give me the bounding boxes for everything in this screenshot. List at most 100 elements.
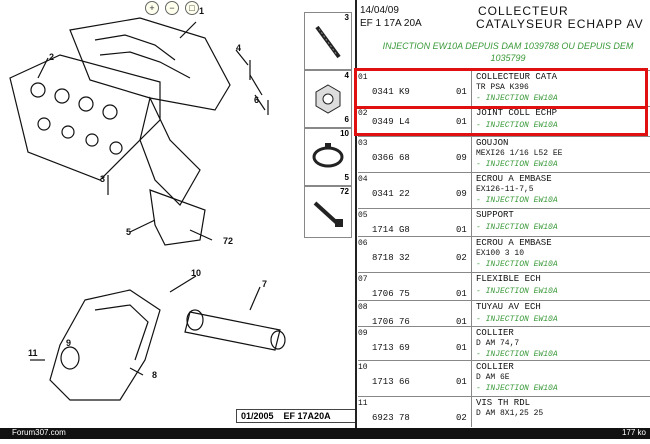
part-injection: - INJECTION EW10A: [476, 196, 558, 205]
header-date: 14/04/09: [360, 5, 399, 16]
part-reference: 0341 22: [372, 189, 410, 199]
nut-icon: [315, 84, 341, 114]
part-position: 09: [358, 329, 368, 338]
diagram-footer-date: 01/2005: [241, 411, 274, 421]
panel-divider: [355, 0, 357, 439]
part-spec: TR PSA K396: [476, 83, 529, 92]
part-reference: 0341 K9: [372, 87, 410, 97]
part-name: COLLIER: [476, 362, 514, 372]
part-position: 02: [358, 109, 368, 118]
svg-text:5: 5: [126, 227, 131, 237]
svg-text:6: 6: [254, 95, 259, 105]
svg-text:3: 3: [100, 174, 105, 184]
thumb-4-6-nut[interactable]: 4 6: [304, 70, 352, 128]
part-thumbnails: 3 4 6 10 5 72: [304, 12, 352, 422]
header-code: EF 1 17A 20A: [360, 18, 422, 29]
part-quantity: 01: [456, 289, 467, 299]
part-quantity: 02: [456, 413, 467, 423]
part-name: JOINT COLL ECHP: [476, 108, 558, 118]
part-name: GOUJON: [476, 138, 509, 148]
column-divider: [471, 209, 472, 245]
part-row[interactable]: 07 1706 75 01 FLEXIBLE ECH - INJECTION E…: [358, 272, 650, 309]
diagram-drawing: 1 2 3 4 5 6 7 8 9 10 11 11 72: [9, 6, 328, 401]
part-name: COLLIER: [476, 328, 514, 338]
part-quantity: 01: [456, 225, 467, 235]
part-name: SUPPORT: [476, 210, 514, 220]
zoom-fit-icon[interactable]: □: [185, 1, 199, 15]
column-divider: [471, 361, 472, 397]
svg-text:9: 9: [66, 338, 71, 348]
part-quantity: 01: [456, 117, 467, 127]
zoom-toolbar: + − □: [145, 1, 199, 15]
part-reference: 1706 76: [372, 317, 410, 327]
zoom-out-icon[interactable]: −: [165, 1, 179, 15]
zoom-in-icon[interactable]: +: [145, 1, 159, 15]
part-position: 06: [358, 239, 368, 248]
part-reference: 1713 69: [372, 343, 410, 353]
clamp-icon: [312, 143, 344, 168]
thumb-number: 10: [340, 129, 349, 138]
part-spec: MEXI26 1/16 L52 EE: [476, 149, 563, 158]
part-name: ECROU A EMBASE: [476, 238, 552, 248]
part-row[interactable]: 04 0341 22 09 ECROU A EMBASE EX126-11-7,…: [358, 172, 650, 209]
svg-text:72: 72: [223, 236, 233, 246]
part-name: ECROU A EMBASE: [476, 174, 552, 184]
part-injection: - INJECTION EW10A: [476, 315, 558, 324]
part-injection: - INJECTION EW10A: [476, 260, 558, 269]
svg-text:7: 7: [262, 279, 267, 289]
column-divider: [471, 327, 472, 363]
part-reference: 1713 66: [372, 377, 410, 387]
part-position: 05: [358, 211, 368, 220]
part-name: TUYAU AV ECH: [476, 302, 541, 312]
part-reference: 6923 78: [372, 413, 410, 423]
column-divider: [471, 173, 472, 209]
part-spec: D AM 74,7: [476, 339, 520, 348]
thumb-72-bolt[interactable]: 72: [304, 186, 352, 238]
column-divider: [471, 237, 472, 273]
part-reference: 8718 32: [372, 253, 410, 263]
part-position: 04: [358, 175, 368, 184]
part-reference: 0366 68: [372, 153, 410, 163]
part-name: FLEXIBLE ECH: [476, 274, 541, 284]
part-spec: EX126-11-7,5: [476, 185, 534, 194]
file-size: 177 ko: [621, 428, 646, 437]
part-quantity: 01: [456, 343, 467, 353]
part-quantity: 02: [456, 253, 467, 263]
column-divider: [471, 107, 472, 143]
svg-text:11: 11: [28, 348, 38, 358]
part-position: 01: [358, 73, 368, 82]
column-divider: [471, 273, 472, 309]
diagram-footer-code: EF 17A20A: [283, 411, 331, 421]
part-quantity: 09: [456, 153, 467, 163]
thumb-number: 72: [340, 187, 349, 196]
part-injection: - INJECTION EW10A: [476, 121, 558, 130]
diagram-footer-ref: 01/2005 EF 17A20A: [236, 409, 357, 423]
header-injection-note: INJECTION EW10A DEPUIS DAM 1039788 OU DE…: [382, 41, 634, 63]
bolt-icon: [313, 201, 343, 227]
highlight-box-gasket: [354, 106, 648, 136]
part-row[interactable]: 03 0366 68 09 GOUJON MEXI26 1/16 L52 EE …: [358, 136, 650, 173]
parts-list-panel: 14/04/09 EF 1 17A 20A COLLECTEUR CATALYS…: [354, 0, 650, 439]
svg-text:1: 1: [199, 6, 204, 16]
part-row[interactable]: 08 1706 76 01 TUYAU AV ECH - INJECTION E…: [358, 300, 650, 337]
part-position: 03: [358, 139, 368, 148]
part-row[interactable]: 09 1713 69 01 COLLIER D AM 74,7 - INJECT…: [358, 326, 650, 363]
bottom-bar: Forum307.com 177 ko: [0, 428, 650, 439]
thumb-3-stud[interactable]: 3: [304, 12, 352, 70]
part-position: 10: [358, 363, 368, 372]
part-reference: 1706 75: [372, 289, 410, 299]
part-position: 08: [358, 303, 368, 312]
thumb-number: 6: [344, 115, 349, 124]
part-reference: 0349 L4: [372, 117, 410, 127]
part-row[interactable]: 05 1714 G8 01 SUPPORT - INJECTION EW10A: [358, 208, 650, 245]
part-injection: - INJECTION EW10A: [476, 94, 558, 103]
part-row[interactable]: 06 8718 32 02 ECROU A EMBASE EX100 3 10 …: [358, 236, 650, 273]
thumb-10-5-clamp[interactable]: 10 5: [304, 128, 352, 186]
part-row[interactable]: 10 1713 66 01 COLLIER D AM 6E - INJECTIO…: [358, 360, 650, 397]
part-spec: D AM 8X1,25 25: [476, 409, 544, 418]
part-injection: - INJECTION EW10A: [476, 287, 558, 296]
part-name: COLLECTEUR CATA: [476, 72, 558, 82]
part-row[interactable]: 11 6923 78 02 VIS TH RDL D AM 8X1,25 25: [358, 396, 650, 427]
column-divider: [471, 397, 472, 427]
part-injection: - INJECTION EW10A: [476, 223, 558, 232]
